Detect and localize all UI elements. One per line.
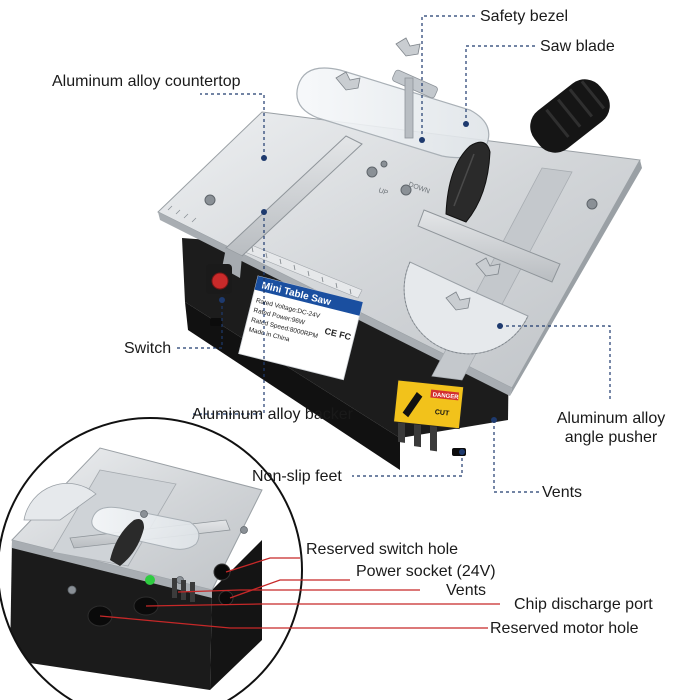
callout-non-slip-feet: Non-slip feet (252, 468, 342, 485)
callout-reserved-switch-hole: Reserved switch hole (306, 541, 459, 558)
callout-power-socket: Power socket (24V) (356, 563, 496, 580)
main-leaders (176, 15, 611, 493)
leader-dots (219, 121, 503, 455)
callout-aluminum-backer: Aluminum alloy backer (192, 406, 353, 423)
saw-body-front (185, 302, 400, 470)
inset-rear-view (0, 417, 303, 700)
callout-safety-bezel: Safety bezel (480, 8, 569, 25)
tabletop-edge-right (510, 160, 642, 396)
left-ruler (167, 205, 197, 223)
product-label: Mini Table Saw Rated Voltage:DC-24V Rate… (238, 275, 364, 381)
up-mark: UP (377, 187, 389, 197)
callout-angle-pusher-line1: Aluminum alloy (556, 410, 666, 427)
fence-backer (225, 135, 363, 257)
main-saw: UP DOWN (157, 37, 642, 470)
callout-vents-main: Vents (542, 484, 583, 501)
power-switch (206, 264, 232, 294)
callout-chip-discharge-port: Chip discharge port (514, 596, 653, 613)
saw-blade (445, 141, 491, 223)
warning-word: CUT (434, 409, 450, 418)
callout-inset-vents: Vents (446, 582, 487, 599)
motor-tube (530, 79, 610, 153)
callout-angle-pusher: Aluminum alloy angle pusher (548, 409, 674, 447)
inset-leaders (99, 557, 500, 629)
callout-switch: Switch (124, 340, 172, 357)
angle-pusher (403, 209, 561, 355)
callout-reserved-motor-hole: Reserved motor hole (490, 620, 639, 637)
ruler-ticks (251, 246, 352, 295)
safety-bezel (296, 37, 490, 159)
warning-label: DANGER CUT (393, 379, 465, 430)
callout-angle-pusher-line2: angle pusher (564, 429, 658, 446)
callout-aluminum-countertop: Aluminum alloy countertop (52, 73, 241, 90)
warning-header: DANGER (432, 392, 459, 401)
callout-saw-blade: Saw blade (540, 38, 615, 55)
